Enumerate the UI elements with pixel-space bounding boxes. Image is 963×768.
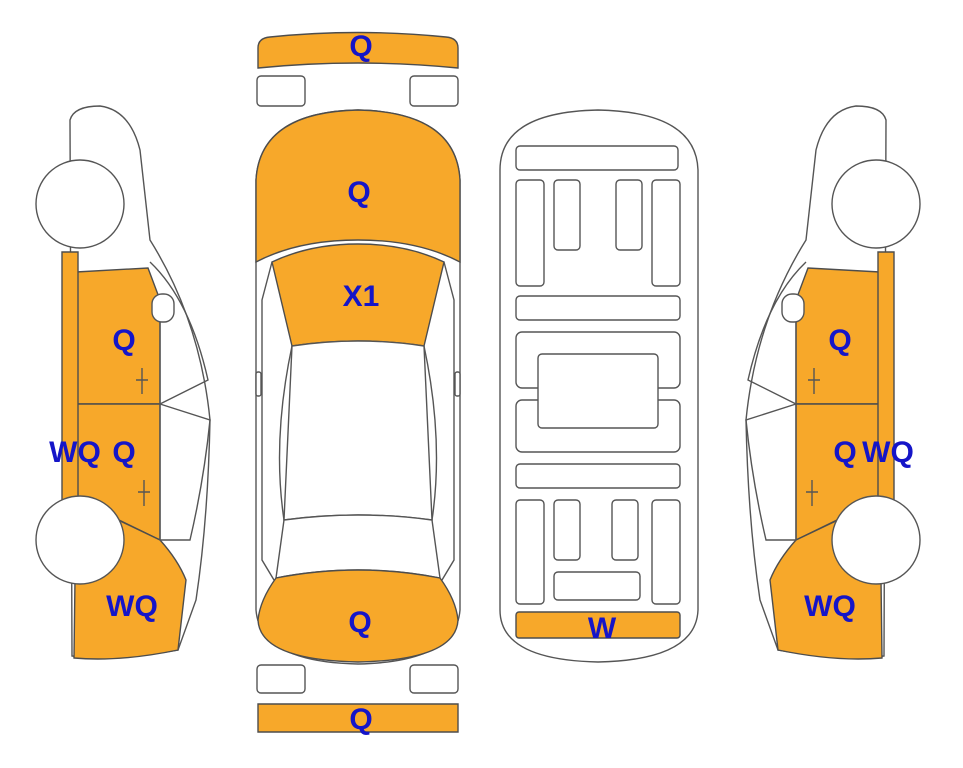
left-mirror bbox=[255, 371, 262, 397]
rear-bumper-label: Q bbox=[349, 703, 372, 736]
underbody-front-left-box bbox=[553, 179, 581, 251]
underbody-rear-center-box bbox=[553, 571, 641, 601]
left-rear-door-label: Q bbox=[112, 436, 135, 469]
left-front-handle bbox=[136, 368, 148, 394]
hood-label: Q bbox=[347, 176, 370, 209]
underbody-rear-right-rail bbox=[651, 499, 681, 605]
right-taillight bbox=[409, 664, 459, 694]
trunk-panel bbox=[257, 569, 459, 663]
hood-panel bbox=[255, 109, 461, 264]
right-front-handle bbox=[808, 368, 820, 394]
right-rear-door-label: Q bbox=[833, 436, 856, 469]
left-rear-quarter-label: WQ bbox=[106, 590, 158, 623]
underbody-rear-left-rail bbox=[515, 499, 545, 605]
underbody-rear-label: W bbox=[588, 612, 617, 645]
right-headlight bbox=[409, 75, 459, 107]
right-rear-handle bbox=[806, 480, 818, 506]
left-rear-handle bbox=[138, 480, 150, 506]
underbody-front-right-box bbox=[615, 179, 643, 251]
left-front-window bbox=[149, 261, 209, 405]
left-headlight bbox=[256, 75, 306, 107]
underbody-center-panel bbox=[537, 353, 659, 429]
right-pillar-line bbox=[423, 345, 438, 521]
top-view bbox=[255, 31, 461, 733]
left-front-wheel bbox=[35, 159, 125, 249]
underbody-rear-crossmember bbox=[515, 611, 681, 639]
underbody-rear-left-box bbox=[553, 499, 581, 561]
underbody-front-right-rail bbox=[651, 179, 681, 287]
right-mirror-side bbox=[781, 293, 805, 323]
right-front-wheel bbox=[831, 159, 921, 249]
underbody-mid-front-bar bbox=[515, 295, 681, 321]
left-front-door-label: Q bbox=[112, 324, 135, 357]
underbody-mid-rear-bar bbox=[515, 463, 681, 489]
trunk-label: Q bbox=[348, 606, 371, 639]
front-bumper-panel bbox=[257, 31, 459, 69]
right-rear-wheel bbox=[831, 495, 921, 585]
right-sill-label: WQ bbox=[862, 436, 914, 469]
left-side-view bbox=[35, 105, 211, 660]
left-taillight bbox=[256, 664, 306, 694]
right-side-view bbox=[745, 105, 921, 660]
right-rear-quarter-label: WQ bbox=[804, 590, 856, 623]
rear-window bbox=[275, 514, 441, 579]
underbody-rear-right-box bbox=[611, 499, 639, 561]
right-front-window bbox=[747, 261, 807, 405]
right-front-door-label: Q bbox=[828, 324, 851, 357]
left-rear-window bbox=[159, 403, 211, 541]
left-pillar-line bbox=[278, 345, 293, 521]
underbody-view bbox=[499, 109, 699, 663]
left-mirror-side bbox=[151, 293, 175, 323]
underbody-front-crossmember bbox=[515, 145, 679, 171]
right-rear-window bbox=[745, 403, 797, 541]
windshield-label: X1 bbox=[343, 280, 380, 313]
right-mirror bbox=[454, 371, 461, 397]
roof-panel bbox=[283, 340, 433, 521]
left-sill-label: WQ bbox=[49, 436, 101, 469]
underbody-front-left-rail bbox=[515, 179, 545, 287]
front-bumper-label: Q bbox=[349, 30, 372, 63]
left-rear-wheel bbox=[35, 495, 125, 585]
rear-bumper-panel bbox=[257, 703, 459, 733]
